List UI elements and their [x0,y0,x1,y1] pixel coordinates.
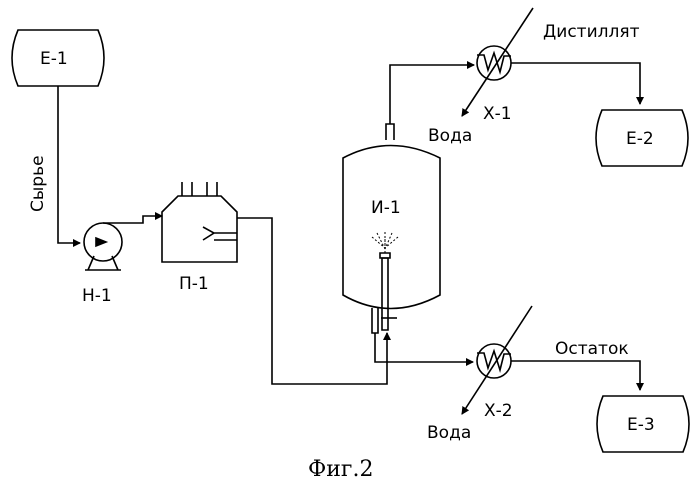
preheater-p1 [162,182,237,262]
vapor-line [390,65,474,124]
line-preheater-to-evaporator [237,218,387,384]
figure-caption: Фиг.2 [308,457,373,482]
residue-line [511,361,640,390]
label-feed: Сырье [28,155,48,212]
label-i1: И-1 [371,198,401,218]
condenser-x1 [462,8,533,116]
label-p1: П-1 [179,274,209,294]
distillate-line [511,63,640,104]
residue-feed-line [375,333,473,362]
label-residue: Остаток [555,339,629,359]
label-distillate: Дистиллят [543,22,640,42]
feed-line [58,86,80,243]
evaporator-i1 [343,124,440,333]
line-pump-to-preheater [125,216,162,223]
label-water-bottom: Вода [427,423,471,443]
label-e1: Е-1 [40,49,68,69]
label-x1: Х-1 [483,104,512,124]
label-h1: Н-1 [82,286,112,306]
condenser-x2 [462,306,532,414]
pump-h1 [84,223,125,270]
label-water-top: Вода [428,126,472,146]
label-e3: Е-3 [627,415,655,435]
label-x2: Х-2 [484,401,513,421]
label-e2: Е-2 [626,129,654,149]
